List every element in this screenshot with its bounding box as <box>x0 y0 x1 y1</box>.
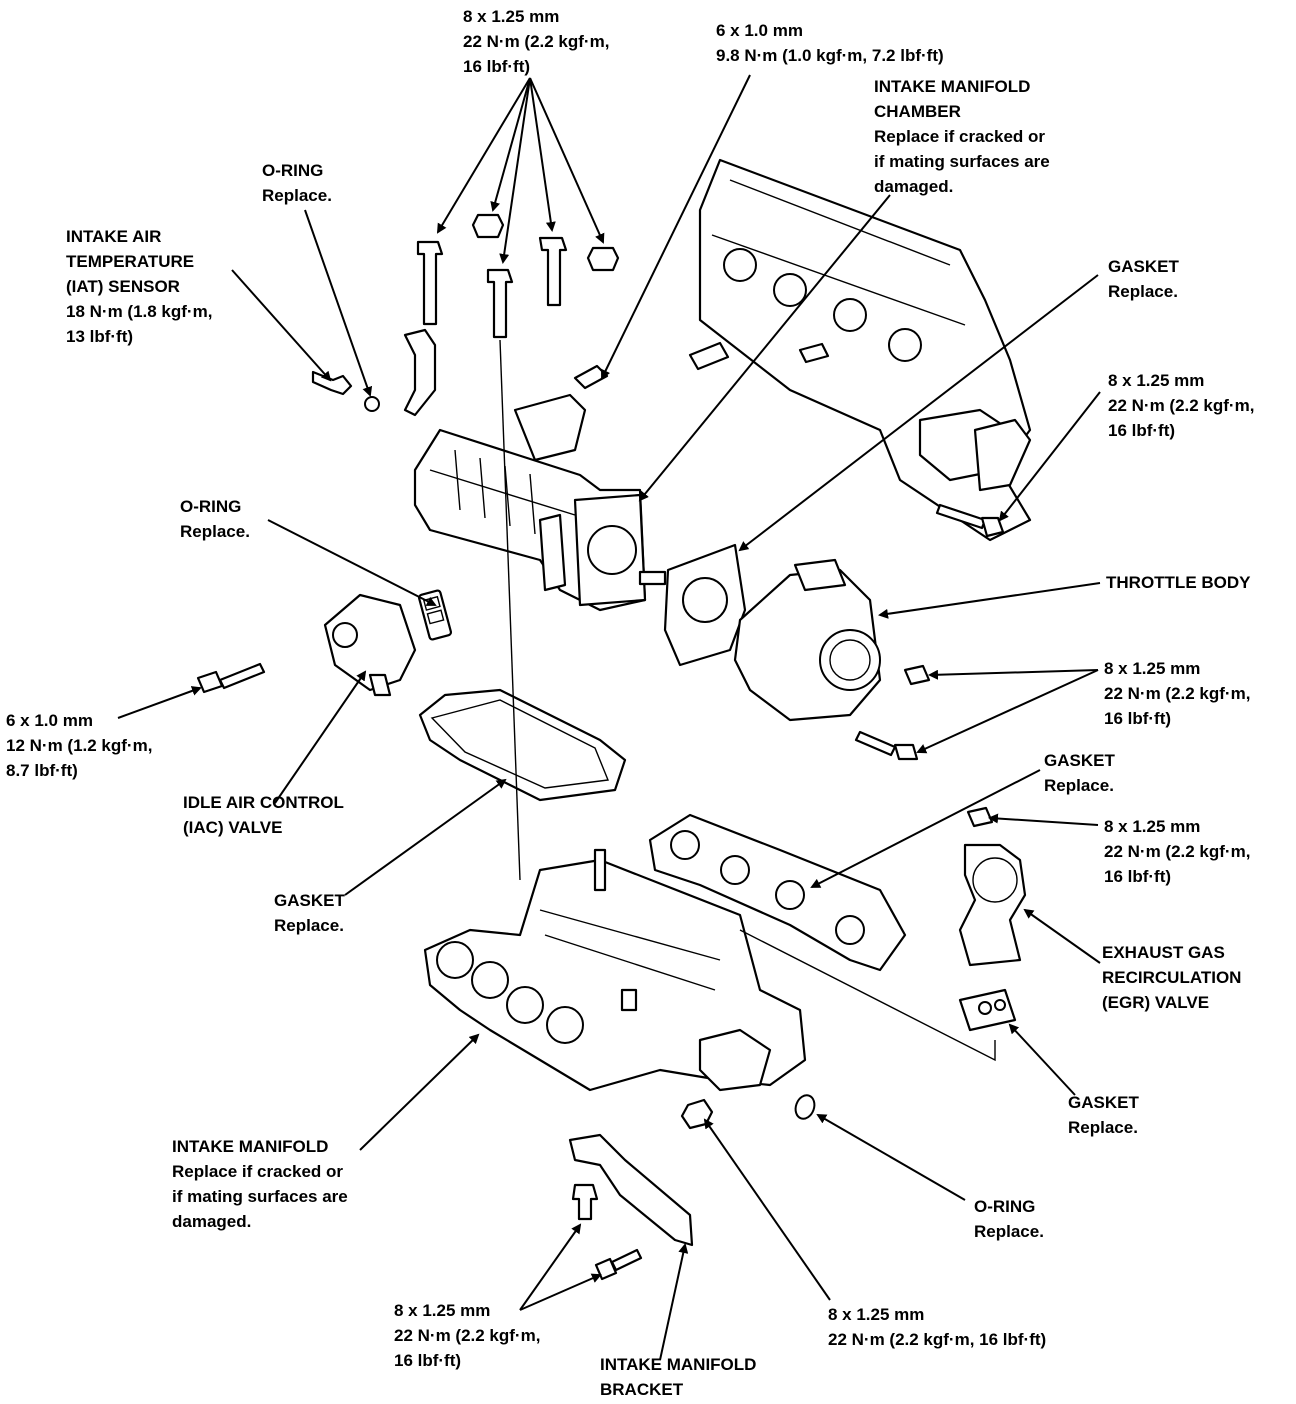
label-bolt-right-upper: 8 x 1.25 mm 22 N·m (2.2 kgf·m, 16 lbf·ft… <box>1108 371 1255 440</box>
label-throttle-body: THROTTLE BODY <box>1106 573 1251 592</box>
cylinder-head <box>688 158 1032 542</box>
label-gasket-egr-top: GASKET Replace. <box>1044 751 1115 795</box>
intake-manifold-chamber <box>413 393 667 612</box>
label-iat-sensor: INTAKE AIR TEMPERATURE (IAT) SENSOR 18 N… <box>66 227 213 346</box>
label-oring-bottom: O-RING Replace. <box>974 1197 1044 1241</box>
manifold-gasket-mid <box>418 688 627 802</box>
label-throttle-bolts: 8 x 1.25 mm 22 N·m (2.2 kgf·m, 16 lbf·ft… <box>1104 659 1251 728</box>
label-egr-nut: 8 x 1.25 mm 22 N·m (2.2 kgf·m, 16 lbf·ft… <box>1104 817 1251 886</box>
label-egr-valve: EXHAUST GAS RECIRCULATION (EGR) VALVE <box>1102 943 1242 1012</box>
throttle-gasket <box>663 543 747 667</box>
label-intake-manifold: INTAKE MANIFOLD Replace if cracked or if… <box>172 1137 348 1231</box>
label-gasket-top-right: GASKET Replace. <box>1108 257 1179 301</box>
label-oring-mid: O-RING Replace. <box>180 497 250 541</box>
intake-manifold <box>423 848 807 1092</box>
label-manifold-nut: 8 x 1.25 mm 22 N·m (2.2 kgf·m, 16 lbf·ft… <box>828 1305 1047 1349</box>
top-bolts <box>403 213 620 417</box>
leader-lines <box>117 74 1101 1361</box>
intake-manifold-bracket <box>568 1133 694 1281</box>
egr-bracket-bolt <box>935 503 1005 538</box>
label-top-bolt-6mm: 6 x 1.0 mm 9.8 N·m (1.0 kgf·m, 7.2 lbf·f… <box>716 21 944 65</box>
iac-valve <box>196 593 417 697</box>
label-top-bolts: 8 x 1.25 mm 22 N·m (2.2 kgf·m, 16 lbf·ft… <box>463 7 610 76</box>
egr-port-gasket <box>648 813 907 972</box>
label-bracket-bolts: 8 x 1.25 mm 22 N·m (2.2 kgf·m, 16 lbf·ft… <box>394 1301 541 1370</box>
label-iac-valve: IDLE AIR CONTROL (IAC) VALVE <box>183 793 344 837</box>
egr-valve <box>958 806 1027 1032</box>
alignment-line <box>499 339 521 881</box>
egr-alignment-line <box>739 929 996 1062</box>
oring-mid <box>417 589 453 641</box>
label-oring-top: O-RING Replace. <box>262 161 332 205</box>
throttle-body <box>733 558 931 761</box>
label-gasket-mid-left: GASKET Replace. <box>274 891 345 935</box>
label-intake-manifold-bracket: INTAKE MANIFOLD BRACKET <box>600 1355 757 1399</box>
label-intake-manifold-chamber: INTAKE MANIFOLD CHAMBER Replace if crack… <box>874 77 1050 196</box>
oring-bottom <box>680 1094 816 1130</box>
label-iac-bolt: 6 x 1.0 mm 12 N·m (1.2 kgf·m, 8.7 lbf·ft… <box>6 711 153 780</box>
label-gasket-egr-bottom: GASKET Replace. <box>1068 1093 1139 1137</box>
